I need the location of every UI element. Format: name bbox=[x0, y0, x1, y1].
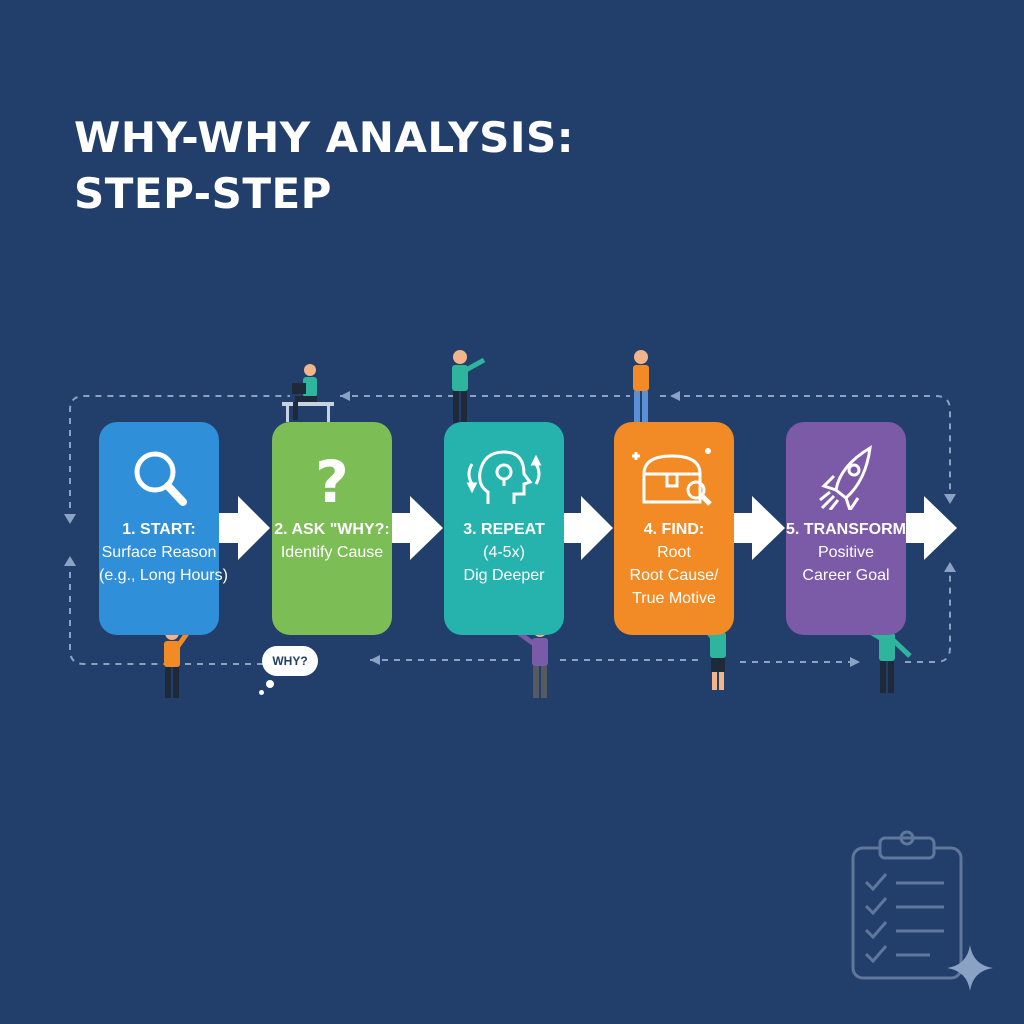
step-line: Root bbox=[657, 544, 691, 561]
step-card-ask-why: ? 2. ASK "WHY?: Identify Cause bbox=[272, 422, 392, 635]
person-pointing-icon bbox=[452, 350, 486, 423]
step-line: Identify Cause bbox=[280, 544, 384, 561]
arrow-2 bbox=[390, 496, 443, 560]
person-laptop-icon bbox=[282, 364, 334, 422]
step-line: Root Cause/ bbox=[629, 567, 719, 584]
step-title: 1. START: bbox=[122, 521, 196, 538]
step-line: True Motive bbox=[632, 590, 716, 607]
step-line: Career Goal bbox=[802, 567, 890, 584]
step-card-find: 4. FIND: Root Root Cause/ True Motive bbox=[614, 422, 734, 635]
clipboard-checklist-icon bbox=[851, 830, 963, 980]
arrow-5 bbox=[904, 496, 957, 560]
rocket-icon bbox=[819, 445, 872, 510]
person-orange-icon bbox=[164, 626, 191, 698]
bubble-dot bbox=[266, 680, 274, 688]
svg-text:?: ? bbox=[315, 448, 349, 510]
bubble-dot bbox=[259, 690, 264, 695]
treasure-chest-icon bbox=[632, 448, 712, 506]
step-line: Positive bbox=[817, 544, 875, 561]
step-line: Surface Reason bbox=[101, 544, 217, 561]
arrow-1 bbox=[218, 496, 270, 560]
step-title: 3. REPEAT bbox=[463, 521, 545, 538]
title-line-2: STEP-STEP bbox=[74, 169, 332, 218]
step-title: 4. FIND: bbox=[643, 521, 705, 538]
dashed-feedback-loops bbox=[69, 395, 951, 665]
arrow-3 bbox=[561, 496, 613, 560]
loop-arrowheads bbox=[64, 391, 956, 667]
step-card-repeat: 3. REPEAT (4-5x) Dig Deeper bbox=[444, 422, 564, 635]
person-standing-icon bbox=[633, 350, 649, 423]
step-card-start: 1. START: Surface Reason (e.g., Long Hou… bbox=[99, 422, 228, 635]
question-mark-icon: ? bbox=[315, 448, 349, 510]
step-line: Dig Deeper bbox=[463, 567, 545, 584]
page-title: WHY-WHY ANALYSIS: STEP-STEP bbox=[74, 110, 574, 222]
why-thought-bubble: WHY? bbox=[262, 646, 318, 676]
magnifying-glass-icon bbox=[134, 451, 187, 506]
step-line: (4-5x) bbox=[483, 544, 525, 561]
step-line: (e.g., Long Hours) bbox=[99, 567, 228, 584]
step-title: 2. ASK "WHY?: bbox=[274, 521, 390, 538]
title-line-1: WHY-WHY ANALYSIS: bbox=[74, 113, 574, 162]
sparkle-icon bbox=[947, 945, 993, 991]
step-card-transform: 5. TRANSFORM: Positive Career Goal bbox=[786, 422, 912, 635]
head-lightbulb-icon bbox=[466, 450, 542, 504]
step-title: 5. TRANSFORM: bbox=[786, 521, 912, 538]
flow-arrows bbox=[218, 496, 957, 560]
arrow-4 bbox=[732, 496, 785, 560]
